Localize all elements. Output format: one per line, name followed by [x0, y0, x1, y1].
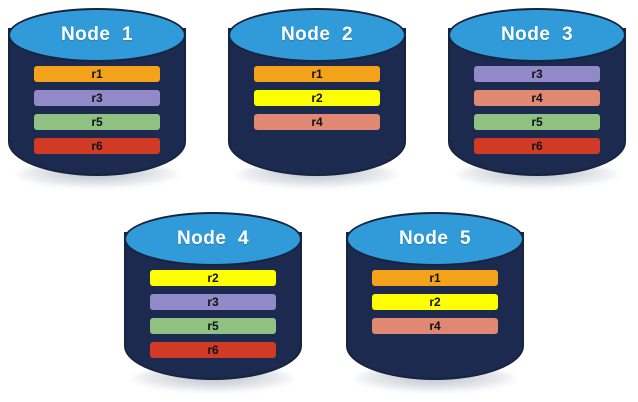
record-bar[interactable]: r2 — [254, 90, 380, 106]
database-node-2[interactable]: Node 2 r1 r2 r4 — [226, 6, 408, 188]
record-list: r1 r2 r4 — [226, 66, 408, 130]
record-bar[interactable]: r1 — [254, 66, 380, 82]
record-bar[interactable]: r4 — [474, 90, 600, 106]
cylinder-top-disk — [228, 8, 406, 62]
cylinder-top-disk — [346, 212, 524, 266]
cylinder-top-disk — [124, 212, 302, 266]
record-bar[interactable]: r2 — [150, 270, 276, 286]
database-node-4[interactable]: Node 4 r2 r3 r5 r6 — [122, 210, 304, 392]
record-bar[interactable]: r6 — [34, 138, 160, 154]
database-node-5[interactable]: Node 5 r1 r2 r4 — [344, 210, 526, 392]
record-bar[interactable]: r1 — [372, 270, 498, 286]
record-bar[interactable]: r5 — [34, 114, 160, 130]
record-bar[interactable]: r4 — [372, 318, 498, 334]
node-title: Node 3 — [500, 24, 574, 45]
record-bar[interactable]: r1 — [34, 66, 160, 82]
record-list: r3 r4 r5 r6 — [446, 66, 628, 154]
record-list: r2 r3 r5 r6 — [122, 270, 304, 358]
record-bar[interactable]: r3 — [150, 294, 276, 310]
node-title: Node 5 — [398, 228, 472, 249]
record-bar[interactable]: r5 — [474, 114, 600, 130]
record-bar[interactable]: r2 — [372, 294, 498, 310]
record-bar[interactable]: r3 — [474, 66, 600, 82]
database-node-1[interactable]: Node 1 r1 r3 r5 r6 — [6, 6, 188, 188]
database-node-3[interactable]: Node 3 r3 r4 r5 r6 — [446, 6, 628, 188]
record-bar[interactable]: r4 — [254, 114, 380, 130]
record-bar[interactable]: r3 — [34, 90, 160, 106]
node-title: Node 4 — [176, 228, 250, 249]
cylinder-top-disk — [448, 8, 626, 62]
cylinder-top-disk — [8, 8, 186, 62]
record-bar[interactable]: r6 — [474, 138, 600, 154]
node-title: Node 2 — [280, 24, 354, 45]
record-list: r1 r2 r4 — [344, 270, 526, 334]
record-bar[interactable]: r6 — [150, 342, 276, 358]
record-bar[interactable]: r5 — [150, 318, 276, 334]
node-title: Node 1 — [60, 24, 134, 45]
record-list: r1 r3 r5 r6 — [6, 66, 188, 154]
